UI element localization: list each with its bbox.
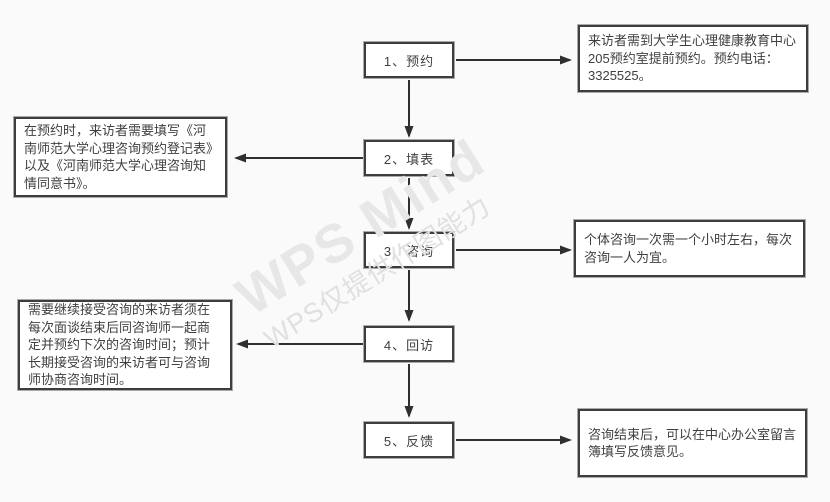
note-text: 来访者需到大学生心理健康教育中心205预约室提前预约。预约电话：3325525。 [588, 33, 797, 84]
flow-step-follow-up: 4、回访 [363, 325, 455, 363]
flow-step-fill-form: 2、填表 [363, 139, 455, 177]
note-text: 在预约时，来访者需要填写《河南师范大学心理咨询预约登记表》以及《河南师范大学心理… [24, 123, 213, 191]
note-consultation-details: 个体咨询一次需一个小时左右，每次咨询一人为宜。 [573, 219, 806, 278]
flow-step-consultation: 3、咨询 [363, 231, 455, 269]
flow-step-label: 4、回访 [383, 337, 435, 353]
note-fill-form-details: 在预约时，来访者需要填写《河南师范大学心理咨询预约登记表》以及《河南师范大学心理… [13, 116, 228, 198]
note-feedback-details: 咨询结束后，可以在中心办公室留言簿填写反馈意见。 [577, 408, 808, 478]
flow-step-label: 3、咨询 [383, 243, 435, 259]
note-follow-up-details: 需要继续接受咨询的来访者须在每次面谈结束后同咨询师一起商定并预约下次的咨询时间；… [17, 299, 233, 391]
flow-step-feedback: 5、反馈 [363, 421, 455, 459]
note-text: 需要继续接受咨询的来访者须在每次面谈结束后同咨询师一起商定并预约下次的咨询时间；… [28, 302, 211, 388]
note-text: 咨询结束后，可以在中心办公室留言簿填写反馈意见。 [588, 426, 797, 460]
flow-step-label: 5、反馈 [383, 433, 435, 449]
note-text: 个体咨询一次需一个小时左右，每次咨询一人为宜。 [584, 232, 793, 265]
flow-step-appointment: 1、预约 [363, 41, 455, 79]
flow-step-label: 1、预约 [383, 53, 435, 69]
flow-step-label: 2、填表 [383, 151, 435, 167]
note-appointment-details: 来访者需到大学生心理健康教育中心205预约室提前预约。预约电话：3325525。 [577, 24, 809, 93]
